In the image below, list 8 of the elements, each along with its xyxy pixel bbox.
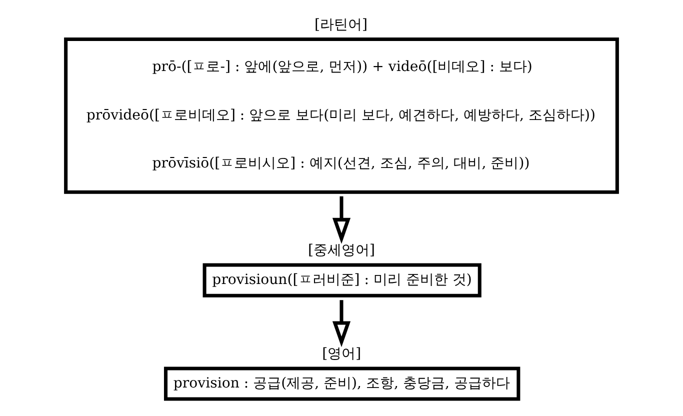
- node-box: provision : 공급(제공, 준비), 조항, 충당금, 공급하다: [164, 366, 520, 401]
- node-label: [영어]: [322, 346, 362, 362]
- arrow: [332, 300, 351, 348]
- arrow: [332, 196, 351, 244]
- node-label: [중세영어]: [308, 242, 375, 259]
- node-box: provisioun([ㅍ러비준] : 미리 준비한 것): [202, 263, 482, 298]
- node-label: [라틴어]: [314, 16, 368, 33]
- node-box: prō-([ㅍ로-] : 앞에(앞으로, 먼저)) + videō([비데오] : 보다) prōvideō([ㅍ로비데오] : 앞으로 보다(미리 보다, 예견하다, 예방하다, 조심하다)) prōvīsiō([ㅍ로비시오] : 예지(선견, 조심, 주의, 대비, 준비)): [64, 38, 619, 194]
